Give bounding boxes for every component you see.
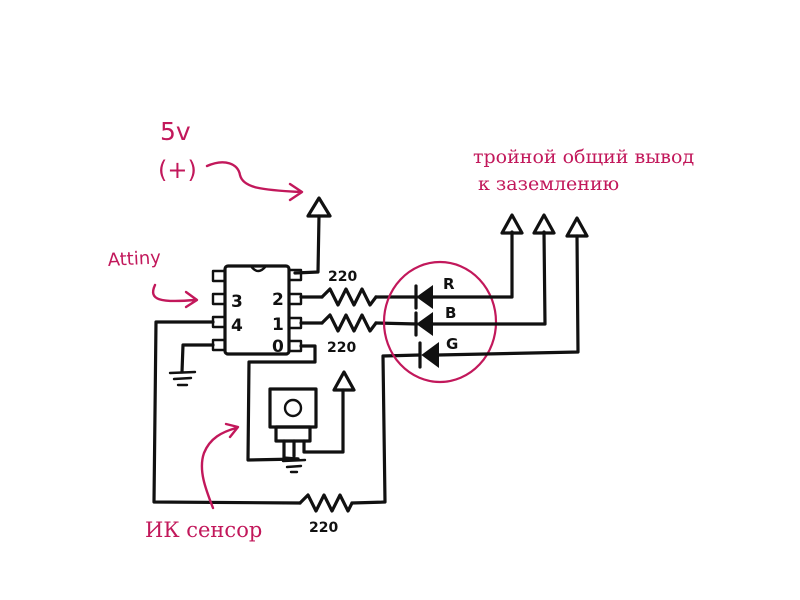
chip-notch — [249, 264, 268, 273]
ir-sensor-base — [274, 425, 312, 443]
ir-sensor-pointer-arrow — [200, 422, 240, 510]
chip-pin-label-2: 2 — [272, 290, 284, 310]
common-wire-blue — [430, 230, 547, 326]
common-terminal-icon-3 — [565, 216, 589, 238]
supply-wire — [293, 214, 321, 275]
chip-ground-icon — [168, 370, 197, 387]
resistor-blue-icon — [320, 313, 378, 333]
supply-label-plus: (+) — [158, 156, 197, 184]
chip-pin-left-3 — [211, 315, 227, 329]
chip-pin-right-1 — [287, 268, 303, 282]
resistor-red-value: 220 — [328, 269, 357, 285]
led-highlight-circle — [382, 260, 498, 384]
sensor-feedback-wire — [152, 320, 302, 505]
chip-pin-label-3: 3 — [231, 292, 243, 312]
ir-sensor-label: ИК сенсор — [145, 518, 262, 542]
supply-terminal-icon — [306, 196, 332, 218]
green-led-input-wire — [350, 353, 422, 505]
chip-pointer-arrow — [151, 283, 199, 309]
common-terminal-icon-1 — [500, 213, 524, 235]
ir-sensor-left-leg — [282, 456, 300, 461]
ir-sensor-supply-terminal-icon — [332, 370, 356, 392]
attiny-chip-body — [223, 264, 291, 356]
chip-pin-label-1: 1 — [272, 315, 284, 335]
ir-sensor-ground-icon — [281, 458, 307, 474]
common-wire-red — [430, 230, 514, 299]
resistor-sensor-value: 220 — [309, 520, 338, 536]
led-blue-label: B — [445, 304, 456, 322]
led-green-label: G — [446, 335, 458, 353]
chip-pin-label-4: 4 — [231, 316, 243, 336]
resistor-blue-value: 220 — [327, 340, 356, 356]
supply-label-volts: 5v — [160, 117, 191, 146]
resistor-sensor-icon — [298, 493, 354, 513]
chip-pin-right-3 — [287, 316, 303, 330]
resistor-red-icon — [320, 287, 378, 307]
chip-pin-label-0: 0 — [272, 337, 284, 357]
blue-channel-wire-out — [374, 321, 419, 326]
chip-pin-right-4 — [287, 339, 303, 353]
common-ground-label-line2: к заземлению — [478, 173, 619, 195]
ir-sensor-legs — [282, 388, 345, 460]
led-green-icon — [421, 342, 439, 368]
ir-sensor-lens — [283, 398, 303, 418]
common-ground-label-line1: тройной общий вывод — [473, 146, 694, 168]
ir-sensor-body — [268, 387, 318, 429]
chip-pin-left-2 — [211, 292, 227, 306]
chip-pin-left-1 — [211, 269, 227, 283]
common-terminal-icon-2 — [532, 213, 556, 235]
chip-ground-wire — [180, 343, 215, 374]
chip-pin-right-2 — [287, 292, 303, 306]
supply-pointer-arrow — [205, 161, 304, 202]
common-wire-green — [436, 234, 580, 357]
chip-label: Attiny — [107, 247, 162, 271]
green-channel-wire — [246, 344, 317, 462]
led-blue-icon — [416, 312, 433, 336]
led-red-label: R — [443, 275, 455, 293]
led-red-icon — [416, 285, 433, 309]
chip-pin-left-4 — [211, 338, 227, 352]
